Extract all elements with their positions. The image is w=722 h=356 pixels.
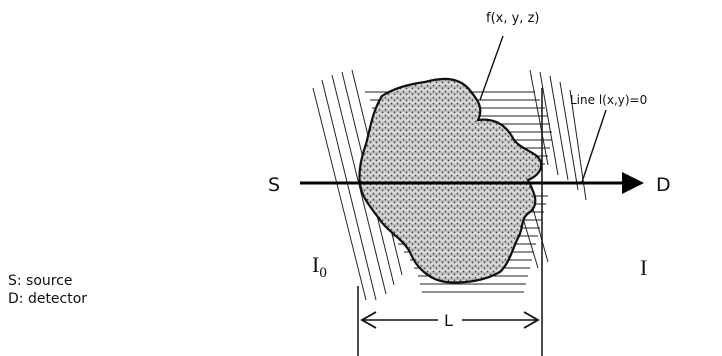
- length-right-arrowhead: [523, 311, 540, 329]
- length-left-arrowhead: [360, 311, 377, 329]
- i0-label: I0: [312, 252, 327, 281]
- line-leader: [581, 109, 607, 183]
- line-label: Line l(x,y)=0: [570, 93, 647, 107]
- object-leader-line: [479, 35, 504, 101]
- ray-arrowhead: [622, 172, 644, 194]
- object-label: f(x, y, z): [486, 11, 539, 26]
- legend-source: S: source: [8, 273, 73, 289]
- legend-detector: D: detector: [8, 291, 87, 307]
- object-blob: [358, 77, 543, 284]
- source-label: S: [268, 174, 280, 196]
- length-label: L: [444, 311, 453, 330]
- i-label: I: [640, 255, 647, 280]
- detector-label: D: [656, 174, 671, 196]
